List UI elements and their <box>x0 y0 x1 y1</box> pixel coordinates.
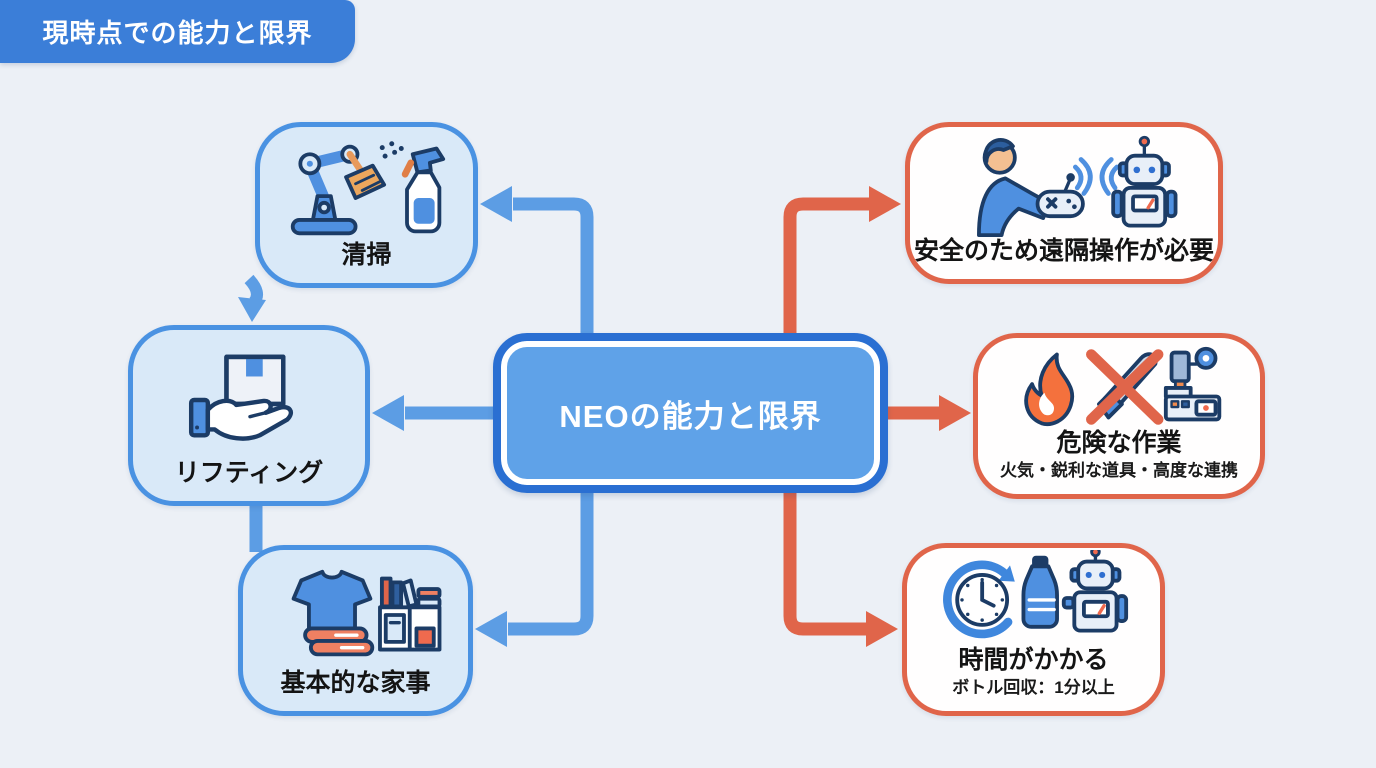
arrow-center-to-time <box>783 490 898 647</box>
node-takes-time: 時間がかかる ボトル回収：1分以上 <box>902 543 1165 716</box>
person-remote-control-robot-icon <box>977 136 1178 238</box>
title-tag: 現時点での能力と限界 <box>0 0 355 63</box>
cleaning-iconbox <box>277 139 457 239</box>
node-dangerous-work-label: 危険な作業 <box>1056 428 1182 457</box>
node-housework: 基本的な家事 <box>238 545 473 716</box>
node-takes-time-label: 時間がかかる <box>958 645 1109 674</box>
hand-holding-box-icon <box>188 354 293 441</box>
node-cleaning: 清掃 <box>255 122 478 288</box>
time-iconbox <box>934 549 1134 646</box>
node-remote-operation: 安全のため遠隔操作が必要 <box>905 122 1223 284</box>
title-tag-label: 現時点での能力と限界 <box>42 18 313 48</box>
arrow-cleaning-to-lifting <box>238 274 266 322</box>
node-housework-label: 基本的な家事 <box>280 669 431 698</box>
lifting-iconbox <box>184 351 314 449</box>
arrow-center-to-remote <box>783 186 901 348</box>
node-dangerous-work: 危険な作業 火気・鋭利な道具・高度な連携 <box>973 333 1265 499</box>
shirt-towels-shelf-icon <box>291 569 442 656</box>
node-dangerous-work-sublabel: 火気・鋭利な道具・高度な連携 <box>1000 460 1238 480</box>
arrow-center-to-lifting <box>372 395 494 431</box>
danger-iconbox <box>1008 343 1230 429</box>
node-center: NEOの能力と限界 <box>493 333 888 493</box>
center-node-label: NEOの能力と限界 <box>559 398 822 434</box>
arrow-center-to-danger <box>886 395 971 431</box>
housework-iconbox <box>263 567 448 663</box>
fire-knife-machine-prohibited-icon <box>1024 346 1222 427</box>
node-remote-operation-label: 安全のため遠隔操作が必要 <box>914 237 1215 266</box>
robot-arm-broom-spray-icon <box>290 141 445 236</box>
arrow-center-to-cleaning <box>480 186 594 348</box>
clock-bottle-robot-icon <box>942 549 1128 639</box>
node-lifting-label: リフティング <box>174 459 324 488</box>
arrow-center-to-housework <box>475 490 594 647</box>
remote-iconbox <box>944 133 1184 238</box>
node-takes-time-sublabel: ボトル回収：1分以上 <box>952 677 1115 697</box>
node-lifting: リフティング <box>128 325 370 506</box>
node-cleaning-label: 清掃 <box>341 241 392 270</box>
